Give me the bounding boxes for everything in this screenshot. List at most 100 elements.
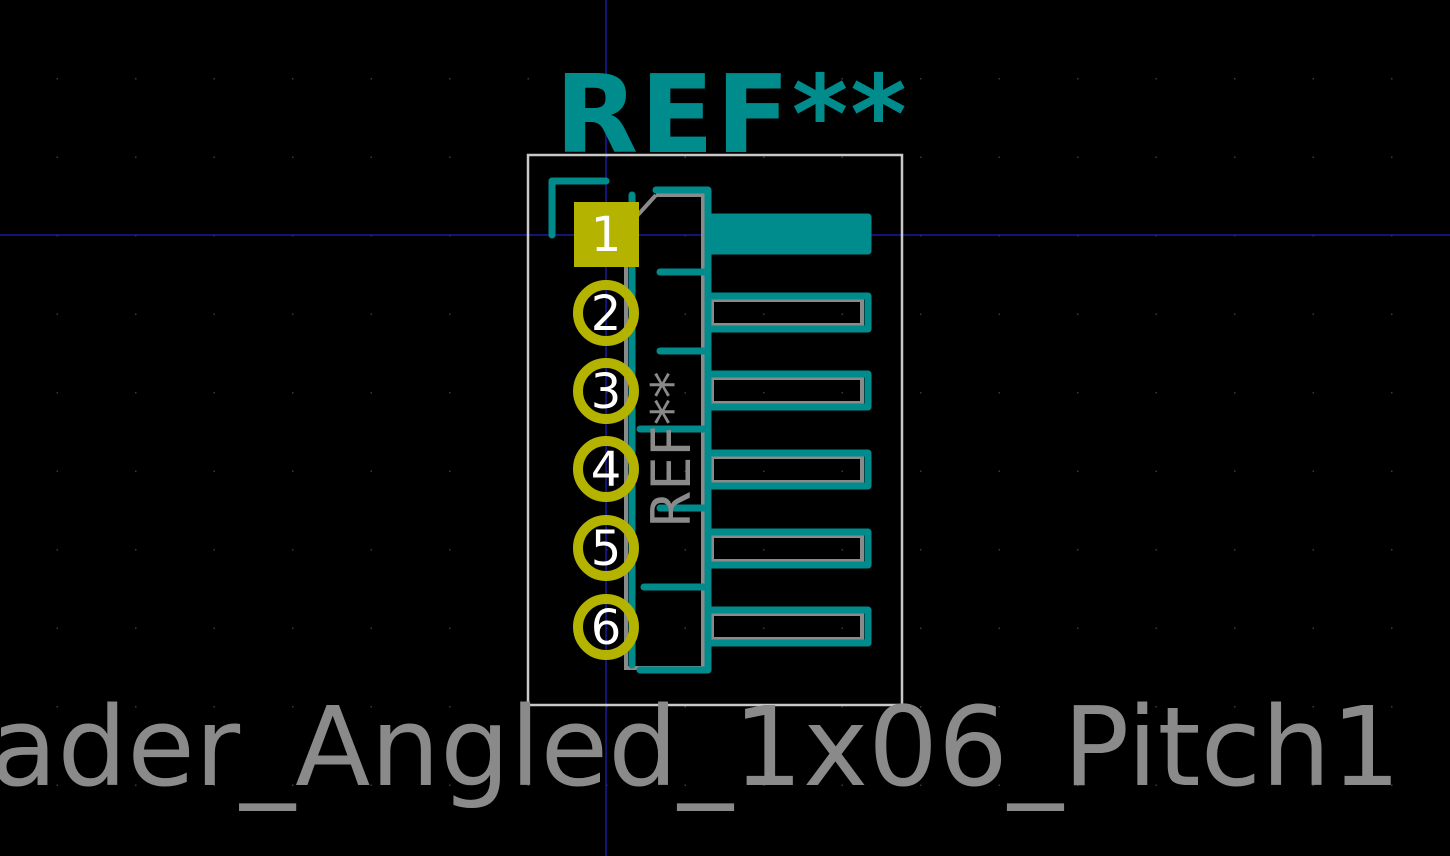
grid-dot (1077, 470, 1079, 472)
round-pad-icon (573, 436, 639, 502)
grid-dot (292, 313, 294, 315)
grid-dot (763, 549, 765, 551)
grid-dot (370, 313, 372, 315)
grid-dot (370, 156, 372, 158)
grid-dot (1312, 470, 1314, 472)
grid-dot (56, 313, 58, 315)
grid-dot (449, 156, 451, 158)
reference-designator[interactable]: REF** (555, 53, 909, 178)
fab-reference-designator[interactable]: REF** (640, 371, 703, 528)
grid-dot (1234, 78, 1236, 80)
grid-dot (1077, 549, 1079, 551)
grid-dot (370, 392, 372, 394)
grid-dot (449, 627, 451, 629)
grid-dot (449, 313, 451, 315)
grid-dot (1077, 313, 1079, 315)
round-pad-icon (573, 358, 639, 424)
pad-6[interactable]: 6 (573, 594, 639, 660)
grid-dot (527, 706, 529, 708)
grid-dot (998, 784, 1000, 786)
grid-dot (920, 627, 922, 629)
grid-dot (1155, 156, 1157, 158)
grid-dot (998, 470, 1000, 472)
grid-dot (1312, 706, 1314, 708)
grid-dot (684, 784, 686, 786)
grid-dot (1234, 470, 1236, 472)
grid-dot (1234, 784, 1236, 786)
grid-dot (841, 156, 843, 158)
grid-dot (527, 784, 529, 786)
pad-number-6: 6 (591, 600, 622, 656)
grid-dot (135, 549, 137, 551)
grid-dot (135, 392, 137, 394)
grid-dot (213, 784, 215, 786)
grid-dot (684, 78, 686, 80)
grid-dot (135, 784, 137, 786)
grid-dot (1312, 392, 1314, 394)
pad-2[interactable]: 2 (573, 280, 639, 346)
grid-dot (841, 392, 843, 394)
footprint-value-text[interactable]: ader_Angled_1x06_Pitch1 (0, 683, 1401, 811)
grid-dot (135, 313, 137, 315)
grid-dot (998, 549, 1000, 551)
grid-dot (998, 156, 1000, 158)
grid-dot (1391, 784, 1393, 786)
grid-dot (763, 706, 765, 708)
grid-dot (449, 549, 451, 551)
grid-dot (449, 78, 451, 80)
grid-dot (1077, 156, 1079, 158)
grid-dot (998, 313, 1000, 315)
grid-dot (841, 470, 843, 472)
pad-number-3: 3 (591, 364, 622, 420)
grid-dot (684, 706, 686, 708)
grid-dot (998, 706, 1000, 708)
pad-3[interactable]: 3 (573, 358, 639, 424)
grid-dot (1234, 549, 1236, 551)
grid-dot (1391, 78, 1393, 80)
grid-dot (1155, 549, 1157, 551)
grid-dot (998, 627, 1000, 629)
grid-dot (370, 78, 372, 80)
pad-5[interactable]: 5 (573, 515, 639, 581)
grid-dot (135, 706, 137, 708)
grid-dot (841, 78, 843, 80)
grid-dot (213, 156, 215, 158)
courtyard-outline (526, 153, 904, 707)
grid-dot (684, 392, 686, 394)
grid-dot (213, 392, 215, 394)
grid-dot (135, 470, 137, 472)
grid-dot (763, 627, 765, 629)
grid-dot (370, 784, 372, 786)
round-pad-icon (573, 280, 639, 346)
grid-dot (449, 392, 451, 394)
grid-dot (1391, 313, 1393, 315)
grid-dot (763, 313, 765, 315)
grid-dot (1312, 549, 1314, 551)
grid-dot (1234, 156, 1236, 158)
fab-pin-outlines (710, 298, 864, 641)
grid-dot (213, 78, 215, 80)
grid-dot (1077, 78, 1079, 80)
grid-dot (292, 627, 294, 629)
pad-1[interactable]: 1 (574, 202, 639, 267)
grid-dot (1312, 78, 1314, 80)
grid-dot (841, 784, 843, 786)
grid-dot (1391, 706, 1393, 708)
grid-dot (56, 627, 58, 629)
grid-dot (1155, 627, 1157, 629)
grid-dot (684, 313, 686, 315)
pad-4[interactable]: 4 (573, 436, 639, 502)
grid-dot (135, 627, 137, 629)
grid-dot (1391, 156, 1393, 158)
grid-dot (449, 706, 451, 708)
grid-dot (1312, 313, 1314, 315)
square-pad-icon (574, 202, 639, 267)
silkscreen-outline (548, 177, 872, 674)
grid-dot (841, 706, 843, 708)
grid-dot (1234, 392, 1236, 394)
grid-dot (841, 549, 843, 551)
grid-dot (1077, 706, 1079, 708)
grid-dot (292, 706, 294, 708)
grid-dot (370, 706, 372, 708)
